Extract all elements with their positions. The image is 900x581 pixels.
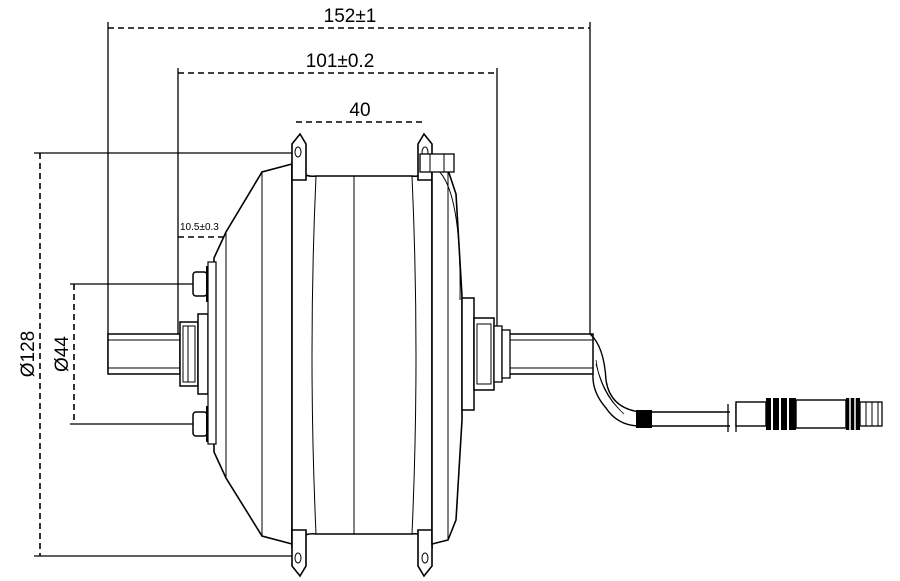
axle-right (496, 333, 594, 375)
hub-shell (291, 160, 433, 550)
dimension-flange-spacing: 40 (296, 100, 424, 123)
right-axle-nut (461, 297, 511, 411)
left-side-cover (207, 162, 293, 546)
dimension-hub-diameter: Ø44 (52, 283, 196, 425)
axle-offset-label: 10.5±0.3 (180, 222, 219, 233)
cable-connector (735, 398, 883, 430)
left-axle-nut (179, 313, 209, 395)
dimension-axle-offset: 10.5±0.3 (178, 222, 226, 238)
dimension-flange-diameter: Ø128 (18, 152, 296, 557)
hub-diameter-label: Ø44 (52, 336, 73, 372)
dropout-width-label: 101±0.2 (306, 51, 375, 72)
flange-diameter-label: Ø128 (18, 331, 39, 377)
right-cover-bolt (419, 153, 455, 173)
left-spoke-flange (291, 132, 307, 578)
motor-cable (589, 333, 737, 432)
dimension-dropout-width: 101±0.2 (177, 51, 498, 335)
flange-spacing-label: 40 (349, 100, 370, 121)
right-side-cover (431, 164, 463, 546)
dimension-overall-width: 152±1 (107, 6, 591, 370)
axle-left (107, 333, 181, 375)
overall-width-label: 152±1 (324, 6, 377, 27)
